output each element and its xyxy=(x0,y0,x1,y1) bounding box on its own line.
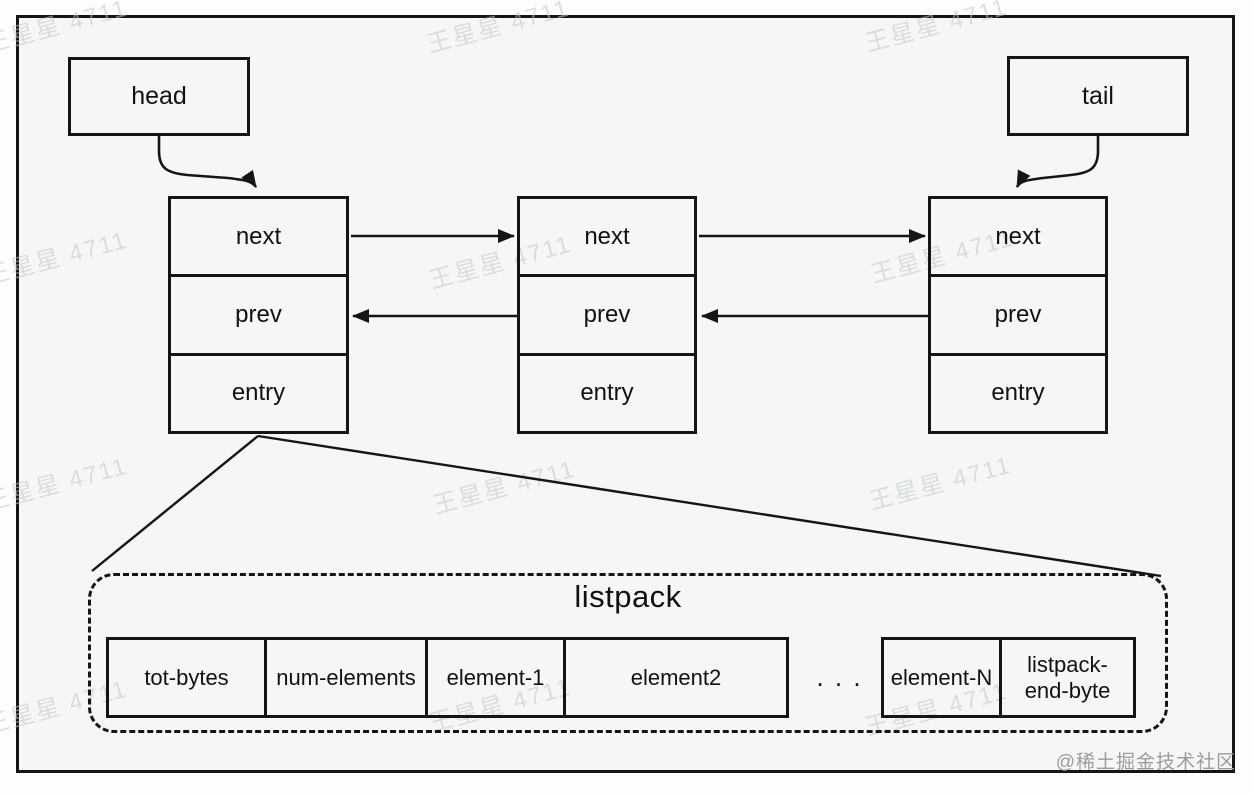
node1-entry-label: entry xyxy=(231,379,286,407)
node2-prev-label: prev xyxy=(583,300,631,328)
node1-prev-cell: prev xyxy=(171,274,346,352)
node2-entry-cell: entry xyxy=(520,352,694,431)
node2-entry-label: entry xyxy=(580,379,634,407)
node3-next-label: next xyxy=(995,222,1041,250)
list-node-3: next prev entry xyxy=(928,196,1108,434)
node3-next-cell: next xyxy=(931,199,1105,274)
listpack-cell-tot-bytes: tot-bytes xyxy=(106,637,267,718)
listpack-cell-element-N: element-N xyxy=(881,637,1002,718)
listpack-cell-element-1: element-1 xyxy=(425,637,566,718)
node2-prev-cell: prev xyxy=(520,274,694,352)
credit-watermark: @稀土掘金技术社区 xyxy=(1055,752,1236,773)
node3-prev-label: prev xyxy=(994,300,1042,328)
listpack-cell-listpack-end-byte: listpack- end-byte xyxy=(999,637,1136,718)
node2-next-label: next xyxy=(584,222,630,250)
node3-entry-label: entry xyxy=(991,379,1045,407)
listpack-title: listpack xyxy=(574,579,682,614)
node2-next-cell: next xyxy=(520,199,694,274)
list-node-1: next prev entry xyxy=(168,196,349,434)
tail-pointer-box: tail xyxy=(1007,56,1189,136)
listpack-ellipsis: . . . xyxy=(816,662,863,692)
listpack-tail-cells: element-N listpack- end-byte xyxy=(881,637,1136,718)
list-node-2: next prev entry xyxy=(517,196,697,434)
node1-next-cell: next xyxy=(171,199,346,274)
node1-entry-cell: entry xyxy=(171,352,346,431)
node1-next-label: next xyxy=(235,222,282,250)
listpack-cell-element2: element2 xyxy=(563,637,789,718)
node3-entry-cell: entry xyxy=(931,352,1105,431)
listpack-cells: tot-bytes num-elements element-1 element… xyxy=(106,637,789,718)
head-pointer-box: head xyxy=(68,57,250,136)
node3-prev-cell: prev xyxy=(931,274,1105,352)
listpack-cell-num-elements: num-elements xyxy=(264,637,428,718)
node1-prev-label: prev xyxy=(235,300,282,328)
head-label: head xyxy=(131,82,187,110)
tail-label: tail xyxy=(1082,81,1114,110)
